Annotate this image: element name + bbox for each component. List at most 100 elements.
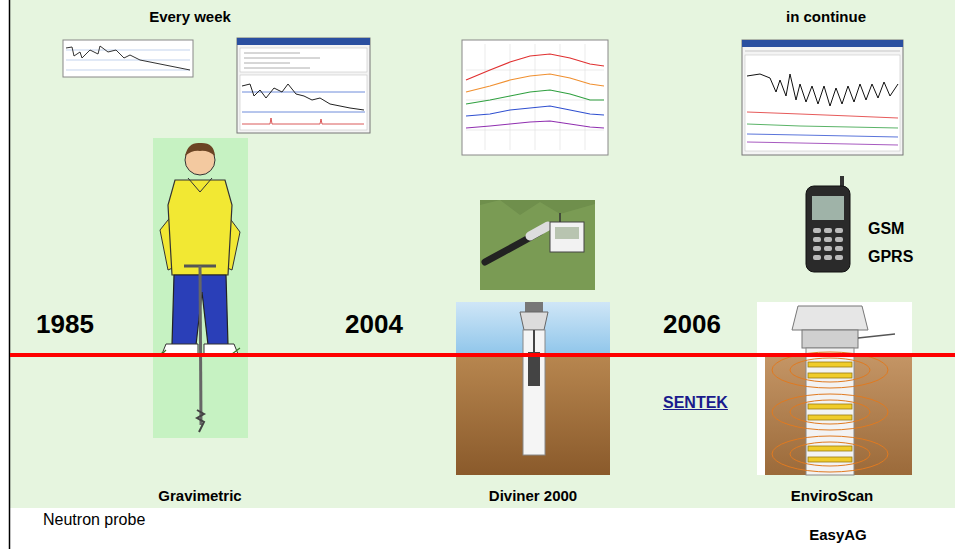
method-label: Gravimetric (158, 487, 241, 504)
frequency-label: Every week (149, 8, 231, 25)
phone-icon-part-part (835, 255, 843, 260)
continuous-chart-thumb-part-part (466, 70, 604, 71)
year-label: 1985 (36, 310, 94, 340)
phone-icon-part-part (824, 246, 832, 251)
diviner-photo-part (480, 200, 595, 290)
method-label: EasyAG (809, 526, 867, 543)
timeline-line-part (10, 353, 955, 357)
weekly-chart-thumb (63, 40, 193, 77)
year-label: 2006 (663, 310, 721, 340)
phone-icon-part (813, 228, 843, 260)
method-label: EnviroScan (791, 487, 874, 504)
enviroscan-probe-part (858, 334, 895, 338)
frequency-label: in continue (786, 8, 866, 25)
phone-icon-part-part (835, 246, 843, 251)
method-label: Diviner 2000 (489, 487, 577, 504)
man-with-auger-part (168, 180, 232, 275)
diviner-photo-part (559, 213, 561, 222)
weekly-software-thumb (237, 38, 370, 133)
network-label: GSM (868, 220, 904, 238)
phone-icon-part-part (835, 228, 843, 233)
enviroscan-probe-part (802, 330, 858, 348)
continuous-chart-thumb-part-part (485, 44, 486, 150)
enviroscan-probe (757, 302, 912, 475)
enviroscan-probe-part (792, 306, 868, 330)
weekly-chart-thumb-part (63, 40, 193, 77)
weekly-software-thumb-part (242, 84, 364, 110)
enviroscan-probe-part-part (808, 457, 852, 462)
continuous-software-thumb (742, 40, 903, 155)
enviroscan-probe-part (757, 302, 912, 475)
weekly-software-thumb-part (242, 92, 365, 93)
continuous-chart-thumb-part-part (510, 44, 511, 150)
sensor-fields-part (790, 400, 870, 424)
enviroscan-probe-part-part (808, 404, 852, 409)
sensor-fields (772, 352, 888, 472)
diviner-access-tube-part (456, 302, 610, 356)
diviner-photo (480, 200, 595, 290)
weekly-software-thumb-part (244, 58, 320, 59)
weekly-chart-thumb-part (66, 50, 190, 51)
continuous-chart-thumb (462, 40, 608, 155)
phone-icon-part-part (813, 237, 821, 242)
diviner-access-tube (456, 302, 610, 475)
continuous-software-thumb-part (747, 124, 898, 128)
sensor-fields-part (772, 394, 888, 430)
continuous-chart-thumb-part (466, 121, 604, 128)
brand-link: SENTEK (663, 394, 728, 412)
diviner-access-tube-part (528, 352, 540, 386)
enviroscan-probe-part-part (808, 415, 852, 420)
weekly-software-thumb-part (240, 48, 367, 72)
diviner-photo-part (555, 227, 579, 239)
phone-icon-part (812, 196, 844, 220)
enviroscan-probe-part (806, 348, 854, 475)
background-part (9, 0, 11, 549)
continuous-software-thumb-part (747, 134, 898, 137)
continuous-chart-thumb-part (466, 106, 604, 116)
weekly-chart-thumb-part (66, 46, 190, 70)
weekly-chart-thumb-part (66, 60, 190, 61)
sensor-fields-part (772, 436, 888, 472)
diviner-photo-part (530, 226, 548, 236)
diviner-photo-part (550, 222, 584, 252)
continuous-chart-thumb-part (462, 40, 608, 155)
continuous-software-thumb-part (747, 74, 898, 106)
man-with-auger-part (185, 143, 215, 156)
man-with-auger (153, 138, 248, 438)
year-label: 2004 (345, 310, 403, 340)
phone-icon-part-part (824, 237, 832, 242)
background (10, 0, 955, 549)
enviroscan-probe-part (765, 356, 912, 475)
continuous-software-thumb-part (745, 55, 900, 151)
weekly-software-thumb-part (240, 75, 367, 130)
continuous-chart-thumb-part-part (466, 130, 604, 131)
continuous-software-thumb-part (747, 142, 898, 145)
continuous-chart-thumb-part (466, 44, 604, 150)
diviner-photo-part (480, 200, 595, 290)
weekly-software-thumb-part (242, 118, 364, 124)
diviner-access-tube-part (520, 312, 548, 330)
sensor-fields-part (790, 442, 870, 466)
weekly-software-thumb-part (237, 38, 370, 45)
continuous-software-thumb-part (742, 40, 903, 155)
man-with-auger-part (204, 344, 238, 354)
weekly-software-thumb-part (242, 112, 365, 113)
phone-icon-part-part (835, 237, 843, 242)
continuous-chart-thumb-part-part (535, 44, 536, 150)
sensor-fields-part (772, 352, 888, 388)
continuous-chart-thumb-part (466, 90, 604, 104)
continuous-chart-thumb-part (466, 74, 604, 92)
method-label: Neutron probe (43, 511, 145, 529)
continuous-chart-thumb-part-part (585, 44, 586, 150)
weekly-software-thumb-part (244, 63, 290, 64)
man-with-auger-part (197, 410, 204, 432)
background-part (10, 0, 955, 508)
sensor-fields-part (790, 358, 870, 382)
phone-icon-part-part (813, 228, 821, 233)
diviner-access-tube-part (533, 330, 535, 352)
man-with-auger-part (162, 344, 198, 354)
weekly-software-thumb-part (244, 53, 300, 54)
man-with-auger-part (188, 178, 212, 192)
phone-icon-part-part (824, 255, 832, 260)
